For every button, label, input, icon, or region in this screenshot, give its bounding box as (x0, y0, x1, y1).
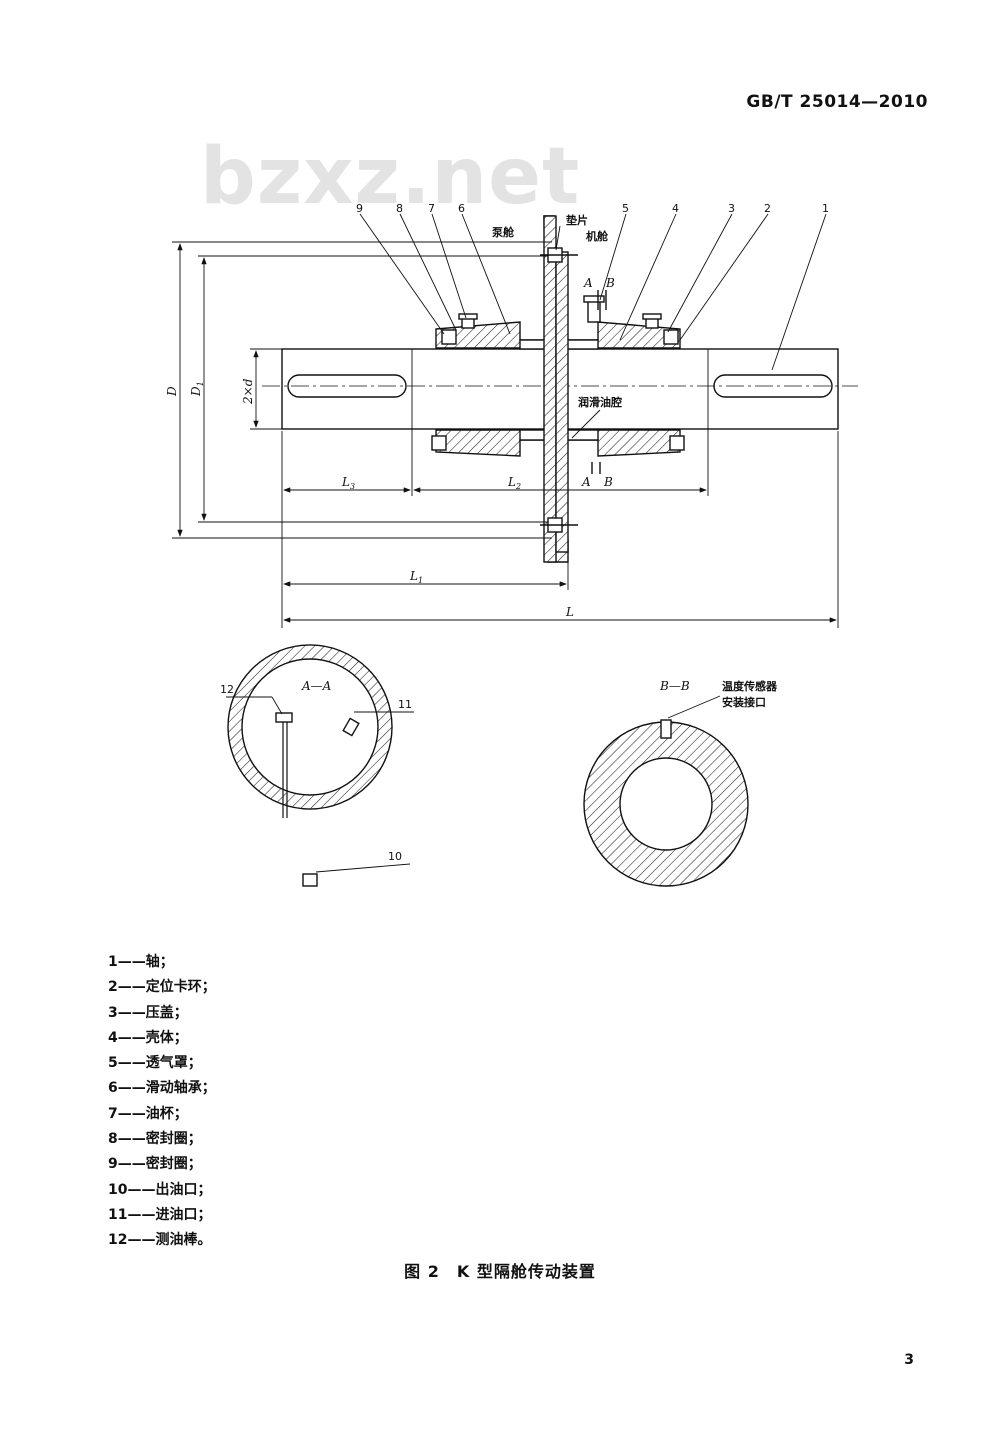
legend-dash: —— (117, 1105, 146, 1122)
callout-4: 4 (672, 202, 679, 215)
dim-D: D (165, 386, 179, 397)
legend-item: 5——透气罩； (108, 1051, 216, 1076)
callout-2: 2 (764, 202, 771, 215)
callout-9: 9 (356, 202, 363, 215)
legend-item: 7——油杯； (108, 1102, 216, 1127)
legend-number: 9 (108, 1156, 118, 1173)
page-number: 3 (904, 1352, 914, 1368)
legend-number: 4 (108, 1029, 118, 1046)
figure-caption: 图 2 K 型隔舱传动装置 (404, 1262, 596, 1281)
legend-text: 测油棒。 (155, 1232, 212, 1249)
legend-item: 4——壳体； (108, 1026, 216, 1051)
legend-number: 10 (108, 1181, 128, 1198)
legend-item: 12——测油棒。 (108, 1228, 216, 1253)
legend-text: 轴； (145, 954, 174, 970)
legend-text: 进油口； (155, 1206, 212, 1223)
legend-text: 壳体； (145, 1029, 188, 1046)
legend-number: 11 (108, 1206, 128, 1223)
section-mark-a-top: A (583, 276, 593, 290)
section-aa-title: A—A (301, 679, 332, 693)
legend-dash: —— (127, 1181, 156, 1198)
legend-dash: —— (117, 1004, 146, 1021)
section-mark-a-bottom: A (581, 475, 591, 489)
callout-7: 7 (428, 202, 435, 215)
callout-1: 1 (822, 202, 829, 215)
legend-text: 油杯； (145, 1105, 188, 1122)
legend-item: 3——压盖； (108, 1001, 216, 1026)
legend-item: 11——进油口； (108, 1203, 216, 1228)
legend-text: 滑动轴承； (145, 1080, 216, 1097)
legend-item: 8——密封圈； (108, 1127, 216, 1152)
callout-12: 12 (220, 683, 234, 696)
label-temp-sensor-line1: 温度传感器 (722, 679, 778, 693)
legend: 1——轴；2——定位卡环；3——压盖；4——壳体；5——透气罩；6——滑动轴承；… (108, 950, 216, 1254)
legend-dash: —— (117, 1156, 146, 1173)
legend-dash: —— (117, 1080, 146, 1097)
callout-10: 10 (388, 850, 402, 863)
dim-2xd: 2×d (241, 378, 255, 405)
label-temp-sensor-line2: 安装接口 (722, 695, 766, 709)
legend-item: 6——滑动轴承； (108, 1076, 216, 1101)
legend-number: 5 (108, 1055, 118, 1072)
legend-dash: —— (127, 1206, 156, 1223)
dim-L: L (565, 605, 574, 619)
callout-11: 11 (398, 698, 412, 711)
legend-dash: —— (117, 979, 146, 996)
standard-number: GB/T 25014—2010 (746, 92, 928, 112)
legend-dash: —— (117, 1055, 146, 1072)
legend-item: 2——定位卡环； (108, 975, 216, 1000)
legend-dash: —— (117, 1029, 146, 1046)
legend-dash: —— (117, 1131, 146, 1148)
label-oil-chamber: 润滑油腔 (578, 395, 622, 409)
legend-number: 7 (108, 1105, 118, 1122)
callout-3: 3 (728, 202, 735, 215)
label-engine-room: 机舱 (586, 229, 609, 243)
section-marks (591, 290, 607, 474)
dim-L2: L2 (507, 475, 521, 491)
legend-text: 密封圈； (145, 1131, 202, 1148)
legend-text: 透气罩； (145, 1055, 202, 1072)
legend-item: 1——轴； (108, 950, 216, 975)
dim-D1: D1 (189, 381, 205, 397)
section-aa (227, 644, 393, 887)
legend-number: 3 (108, 1004, 118, 1021)
callout-6: 6 (458, 202, 465, 215)
legend-dash: —— (127, 1232, 156, 1249)
dim-L3: L3 (341, 475, 355, 491)
section-bb-title: B—B (659, 679, 690, 693)
watermark: bzxz.net (200, 132, 581, 222)
legend-text: 定位卡环； (145, 979, 216, 996)
legend-text: 压盖； (145, 1004, 188, 1021)
keyway-left (287, 374, 407, 398)
dim-L1: L1 (409, 569, 423, 585)
section-mark-b-top: B (605, 276, 615, 290)
legend-number: 1 (108, 954, 118, 970)
callout-5: 5 (622, 202, 629, 215)
legend-dash: —— (117, 954, 146, 970)
technical-drawing: A B A B 泵舱 垫片 机舱 润滑油腔 9 8 7 6 5 4 3 2 1 (165, 202, 858, 887)
label-pump-room: 泵舱 (492, 225, 515, 239)
legend-item: 10——出油口； (108, 1178, 216, 1203)
legend-text: 出油口； (155, 1181, 212, 1198)
main-assembly (262, 215, 858, 563)
section-bb (583, 719, 749, 887)
legend-number: 6 (108, 1080, 118, 1097)
legend-number: 2 (108, 979, 118, 996)
legend-number: 8 (108, 1131, 118, 1148)
legend-text: 密封圈； (145, 1156, 202, 1173)
legend-item: 9——密封圈； (108, 1152, 216, 1177)
legend-number: 12 (108, 1232, 128, 1249)
label-gasket: 垫片 (566, 213, 588, 227)
callout-8: 8 (396, 202, 403, 215)
section-mark-b-bottom: B (603, 475, 613, 489)
